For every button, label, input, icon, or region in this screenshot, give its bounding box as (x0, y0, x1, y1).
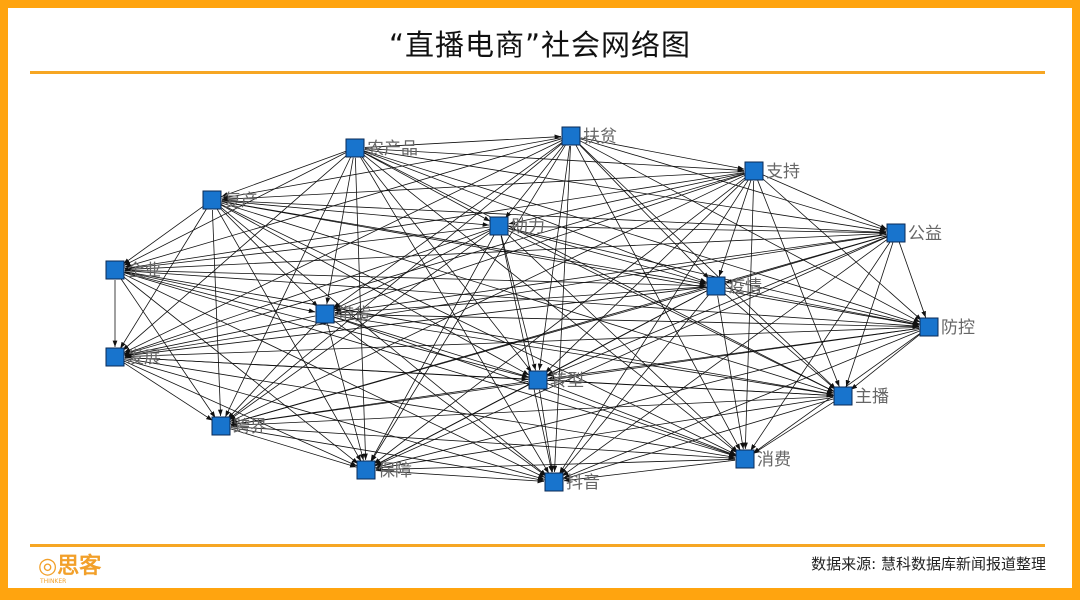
node: 防控 (919, 317, 975, 338)
node-label: 疫情 (728, 277, 762, 297)
node: 扶贫 (561, 126, 617, 147)
edge-公益-消费 (750, 234, 896, 451)
node-label: 企业 (127, 261, 161, 281)
node-label: 转型 (550, 371, 584, 391)
node-label: 扶贫 (583, 127, 617, 147)
edge-带货-跨界 (227, 315, 325, 419)
data-source-note: 数据来源: 慧科数据库新闻报道整理 (811, 555, 1046, 573)
node: 疫情 (706, 276, 762, 297)
edge-复产-转型 (220, 204, 530, 376)
edge-支持-疫情 (718, 173, 756, 277)
logo-subtitle: THINKER (40, 578, 67, 585)
edge-复产-助力 (215, 197, 490, 227)
node-label: 消费 (757, 450, 791, 470)
node-marker (105, 260, 125, 280)
node-marker (544, 472, 564, 492)
node-label: 支持 (766, 162, 800, 182)
edge-支持-抖音 (559, 179, 749, 474)
node-label: 复产 (224, 191, 258, 211)
edge-发展-抖音 (124, 359, 545, 480)
edge-发展-保障 (117, 356, 358, 467)
edge-复产-带货 (212, 200, 319, 308)
edge-助力-消费 (505, 232, 739, 453)
page-title: “直播电商”社会网络图 (388, 28, 692, 62)
node-marker (833, 386, 853, 406)
edge-转型-消费 (540, 379, 736, 456)
node-marker (886, 223, 906, 243)
edge-复产-疫情 (221, 201, 707, 286)
edge-公益-防控 (898, 242, 927, 318)
node-label: 发展 (127, 348, 161, 368)
edge-扶贫-消费 (570, 138, 741, 451)
node-marker (345, 138, 365, 158)
edge-农产品-支持 (364, 148, 745, 173)
edge-疫情-消费 (714, 289, 745, 450)
node-marker (919, 317, 939, 337)
node-label: 跨界 (233, 417, 267, 437)
edge-支持-带货 (334, 173, 745, 312)
node-label: 主播 (855, 387, 889, 407)
node-marker (528, 370, 548, 390)
node: 助力 (489, 216, 545, 237)
edge-主播-跨界 (230, 393, 840, 428)
edge-主播-抖音 (563, 398, 834, 480)
edge-复产-消费 (214, 199, 737, 455)
edge-发展-跨界 (116, 356, 213, 421)
node: 公益 (886, 223, 942, 244)
node-label: 抖音 (566, 473, 600, 493)
node: 复产 (202, 190, 258, 211)
node-label: 防控 (941, 318, 975, 338)
node: 发展 (105, 347, 161, 368)
logo: ◎思客 THINKER (38, 548, 118, 588)
node: 跨界 (211, 416, 267, 437)
node: 消费 (735, 449, 791, 470)
node: 农产品 (345, 138, 418, 159)
edge-跨界-消费 (224, 423, 736, 461)
edge-农产品-复产 (221, 146, 353, 197)
edge-农产品-发展 (122, 154, 348, 351)
node-label: 保障 (378, 461, 412, 481)
node: 企业 (105, 260, 161, 281)
node-marker (489, 216, 509, 236)
edge-公益-企业 (124, 230, 893, 272)
node: 主播 (833, 386, 889, 407)
edge-企业-转型 (117, 268, 529, 379)
node-label: 农产品 (367, 139, 418, 159)
node-marker (202, 190, 222, 210)
node-marker (706, 276, 726, 296)
logo-mark: ◎思客 (38, 554, 102, 579)
node-label: 带货 (337, 305, 371, 325)
title-divider (30, 71, 1045, 74)
node-marker (561, 126, 581, 146)
node-marker (315, 304, 335, 324)
node: 抖音 (544, 472, 600, 493)
edge-支持-公益 (756, 170, 887, 230)
node: 保障 (356, 460, 412, 481)
edge-公益-转型 (547, 236, 887, 377)
edge-农产品-助力 (363, 152, 491, 222)
node: 支持 (744, 161, 800, 182)
footer-divider (30, 544, 1045, 547)
node-marker (735, 449, 755, 469)
edge-扶贫-助力 (504, 137, 571, 219)
node-label: 助力 (511, 217, 545, 237)
node: 转型 (528, 370, 584, 391)
edge-消费-抖音 (563, 459, 736, 483)
node: 带货 (315, 304, 371, 325)
node-marker (356, 460, 376, 480)
edge-保障-抖音 (369, 467, 545, 484)
edge-转型-抖音 (536, 383, 554, 473)
node-marker (105, 347, 125, 367)
node-marker (211, 416, 231, 436)
edge-防控-主播 (850, 327, 928, 391)
node-label: 公益 (908, 224, 942, 244)
node-marker (744, 161, 764, 181)
edge-扶贫-公益 (580, 138, 887, 231)
